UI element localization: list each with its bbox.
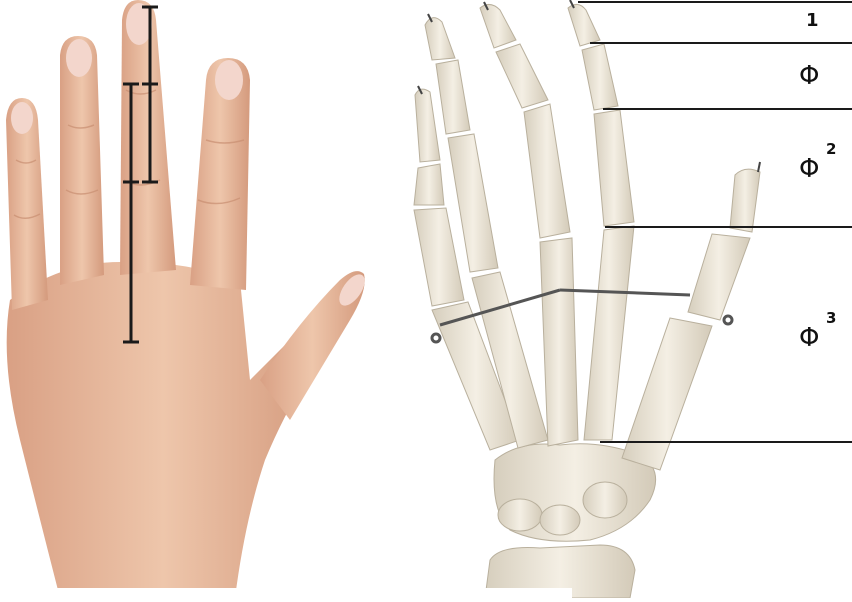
nail-middle [126,3,152,45]
ratio-label-1: 1 [806,10,819,31]
ratio-label-phi: Φ [799,63,819,89]
ratio-label-phi-squared: Φ [799,156,819,182]
hand-palm [7,262,320,598]
ratio-label-phi-cubed: Φ [799,325,819,351]
human-hand [6,0,370,598]
ratio-label-phi-squared-exponent: 2 [826,140,836,158]
nail-ring [66,39,92,77]
skeleton-hand [414,4,760,598]
nail-index [215,60,243,100]
nail-pinky [11,102,33,134]
bottom-white-strip [52,588,572,598]
finger-middle [120,0,176,275]
ratio-label-phi-cubed-exponent: 3 [826,309,836,327]
